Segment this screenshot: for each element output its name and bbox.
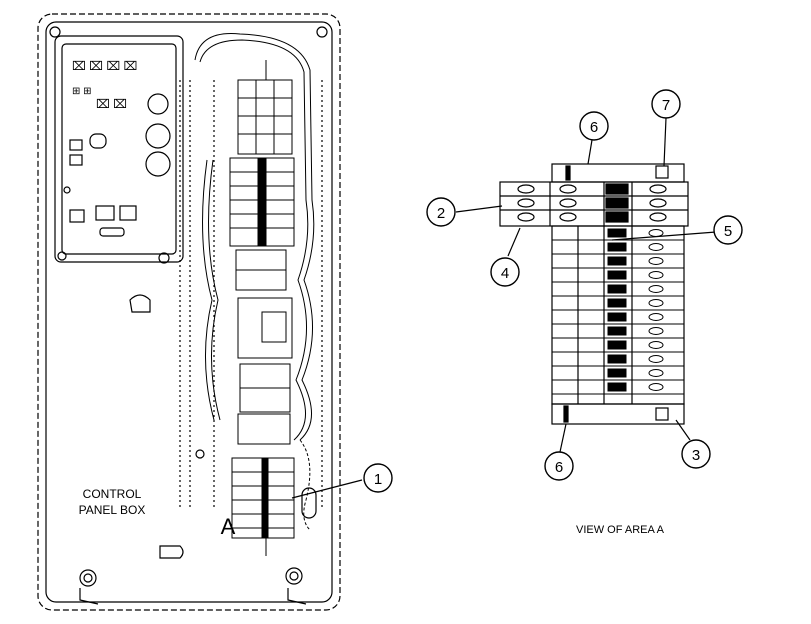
terminal-screw [648,257,664,265]
callout-3: 3 [681,439,711,469]
terminal-screw [648,299,664,307]
callout-1: 1 [363,463,393,493]
terminal-screw [648,383,664,391]
view-of-area-a-caption: VIEW OF AREA A [575,524,665,536]
terminal-marker [607,256,627,266]
control-panel-box-label: CONTROL PANEL BOX [62,486,162,518]
area-a-marker: A [220,514,236,539]
terminal-marker [607,368,627,378]
leader-line-1 [291,479,363,499]
terminal-screw [648,229,664,237]
callout-4: 4 [490,257,520,287]
callout-5-text: 5 [724,223,732,240]
terminal-marker [607,382,627,392]
terminal-screw [648,341,664,349]
terminal-screw [648,313,664,321]
terminal-rows [552,228,684,395]
terminal-screw [648,271,664,279]
callout-7: 7 [651,89,681,119]
area-a-detail [499,163,689,405]
control-panel-box [37,13,341,611]
callout-4-text: 4 [501,265,509,282]
terminal-column [229,60,295,556]
callout-5: 5 [713,215,743,245]
terminal-marker [607,284,627,294]
terminal-marker [607,340,627,350]
terminal-marker [607,242,627,252]
dotted-rails [179,80,323,510]
area-a-bottom [551,403,685,425]
callout-2: 2 [426,197,456,227]
callout-6-bottom: 6 [544,451,574,481]
callout-3-text: 3 [692,447,700,464]
detail-leader-lines [455,117,717,453]
callout-7-text: 7 [662,97,670,114]
control-module: ⌧ ⌧ ⌧ ⌧ ⊞ ⊞ ⌧ ⌧ [54,35,184,264]
callout-2-text: 2 [437,205,445,222]
svg-text:⌧ ⌧ ⌧ ⌧: ⌧ ⌧ ⌧ ⌧ [72,59,137,73]
control-panel-box-label-line2: PANEL BOX [78,503,146,517]
panel-features [79,294,317,605]
callout-6-bottom-text: 6 [555,459,563,476]
terminal-screw [648,243,664,251]
svg-text:⊞ ⊞: ⊞ ⊞ [72,86,92,97]
terminal-marker [607,312,627,322]
terminal-marker [607,326,627,336]
terminal-marker [607,354,627,364]
control-panel-box-label-line1: CONTROL [82,487,142,501]
terminal-marker [607,270,627,280]
terminal-marker [607,228,627,238]
svg-text:⌧ ⌧: ⌧ ⌧ [96,97,127,111]
callout-6-top: 6 [579,111,609,141]
wire-harness [194,33,315,531]
terminal-screw [648,327,664,335]
terminal-screw [648,369,664,377]
terminal-marker [607,298,627,308]
terminal-screw [648,355,664,363]
callout-1-text: 1 [374,471,382,488]
terminal-screw [648,285,664,293]
callout-6-top-text: 6 [590,119,598,136]
